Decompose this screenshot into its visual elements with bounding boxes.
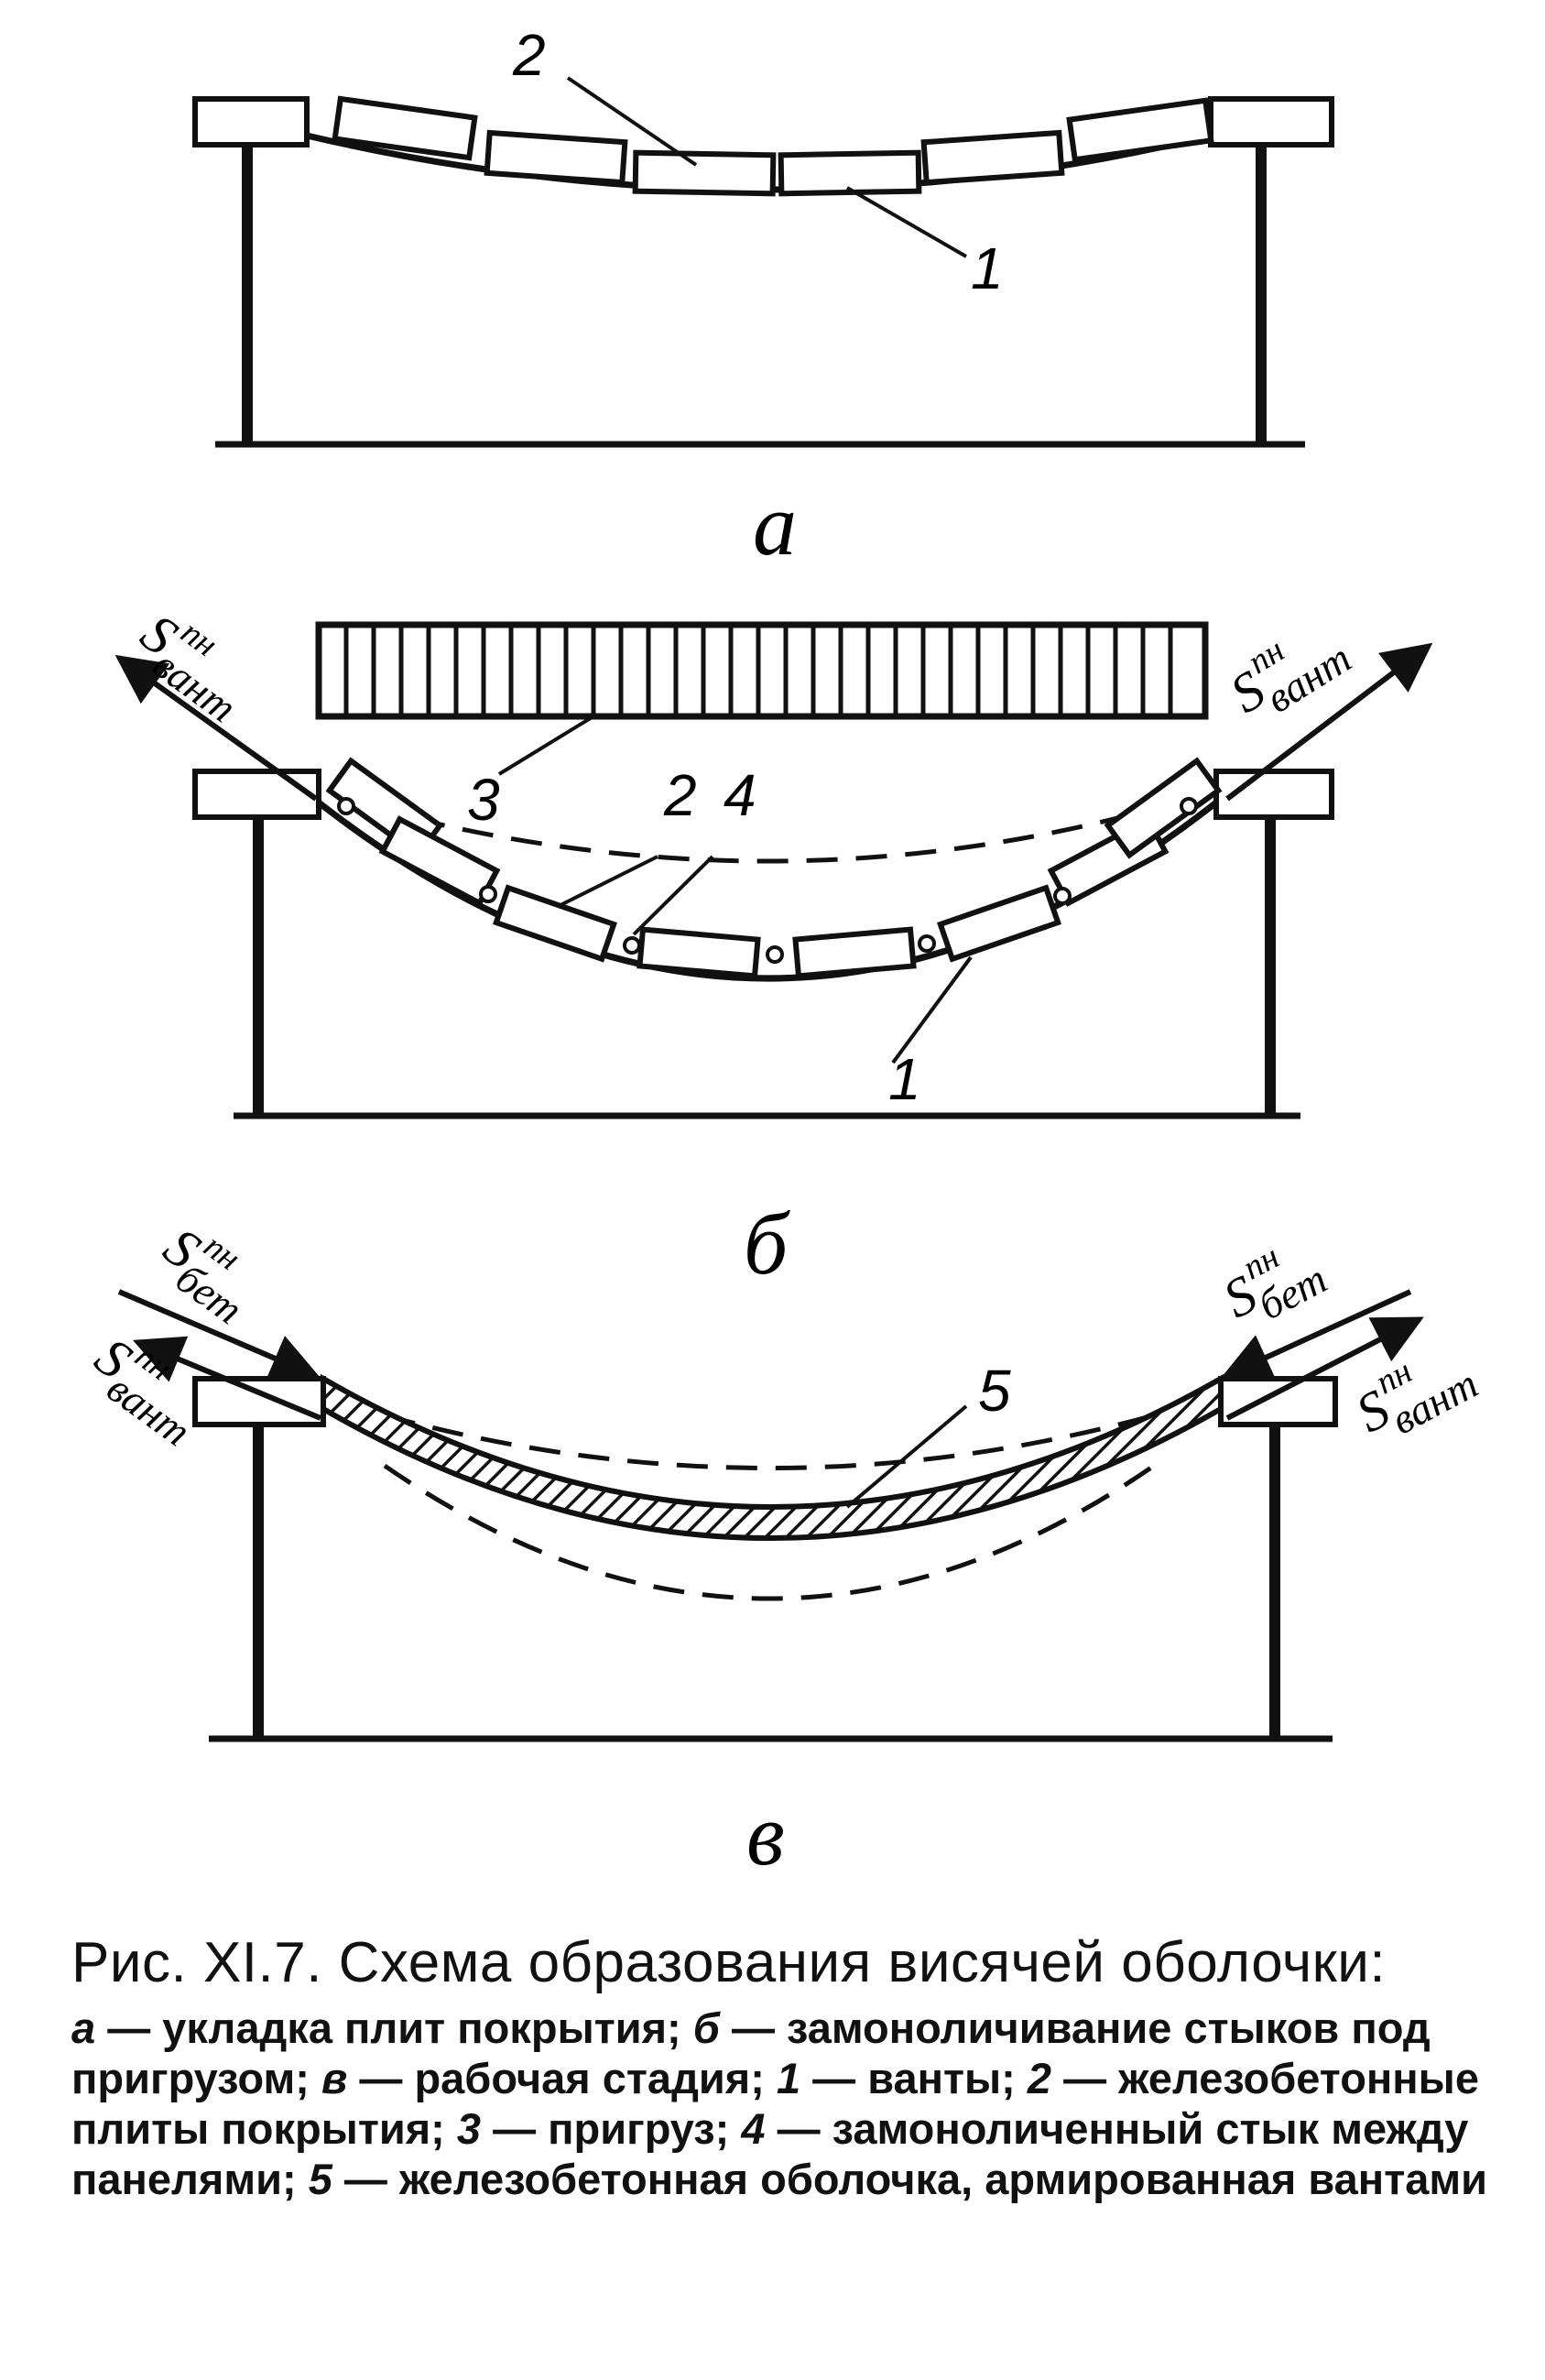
force-label-left-top-c: S пн бет	[153, 1216, 251, 1333]
force-arrow-left	[114, 654, 318, 802]
legend-text: — рабочая стадия;	[347, 2053, 777, 2102]
legend-key: 2	[1027, 2053, 1052, 2102]
panel-a	[192, 76, 1334, 448]
figure-caption: Рис. XI.7. Схема образования висячей обо…	[71, 1928, 1500, 2205]
support-right	[1208, 96, 1334, 147]
shell-5	[321, 1373, 1224, 1541]
legend-text: — замоноличивание сты­ков под пригрузом;	[71, 2003, 1431, 2102]
caption-legend: а — укладка плит покрытия; б — замонолич…	[71, 2003, 1500, 2205]
legend-key: 1	[776, 2053, 801, 2102]
support-left	[192, 96, 310, 147]
force-label-right-top-c: S пн бет	[1213, 1238, 1334, 1330]
callout-5: 5	[978, 1358, 1011, 1424]
force-arrow-right	[1225, 642, 1433, 802]
callout-4: 4	[724, 762, 756, 828]
caption-title: Рис. XI.7. Схема образования висячей обо…	[71, 1931, 1387, 1994]
legend-key: б	[692, 2003, 720, 2052]
legend-key: 4	[741, 2103, 766, 2153]
panel-b	[114, 621, 1433, 1119]
legend-key: 3	[456, 2103, 482, 2153]
callout-1-a: 1	[971, 235, 1004, 301]
legend-key: а	[71, 2003, 96, 2052]
callout-2-b: 2	[663, 762, 697, 828]
legend-text: — железо­бетонная оболочка, армированная…	[332, 2154, 1488, 2203]
legend-text: — железобетонные плиты покрытия;	[71, 2053, 1479, 2153]
plates-2	[332, 95, 1214, 197]
callout-1-b: 1	[888, 1046, 921, 1112]
load-block-3	[315, 621, 1209, 720]
load-block-hatch	[343, 625, 1173, 716]
hanging-shell-diagram: 2 1 а	[84, 22, 1485, 1883]
panel-b-label: б	[744, 1195, 790, 1293]
legend-text: — пригруз;	[481, 2103, 742, 2153]
legend-key: 5	[308, 2154, 332, 2203]
legend-key: в	[321, 2053, 348, 2102]
panel-c-label: в	[746, 1785, 785, 1883]
force-label-left-b: S пн вант	[130, 602, 245, 731]
legend-text: — замоноличенный стык между панелями;	[71, 2103, 1469, 2203]
initial-cable-dashed	[365, 803, 1164, 864]
panel-a-label: а	[753, 475, 797, 573]
callout-2-a: 2	[512, 22, 546, 88]
panel-c	[117, 1289, 1424, 1742]
legend-text: — укладка плит покрытия;	[95, 2003, 693, 2052]
callout-3: 3	[467, 767, 500, 833]
legend-text: — ванты;	[800, 2053, 1028, 2102]
